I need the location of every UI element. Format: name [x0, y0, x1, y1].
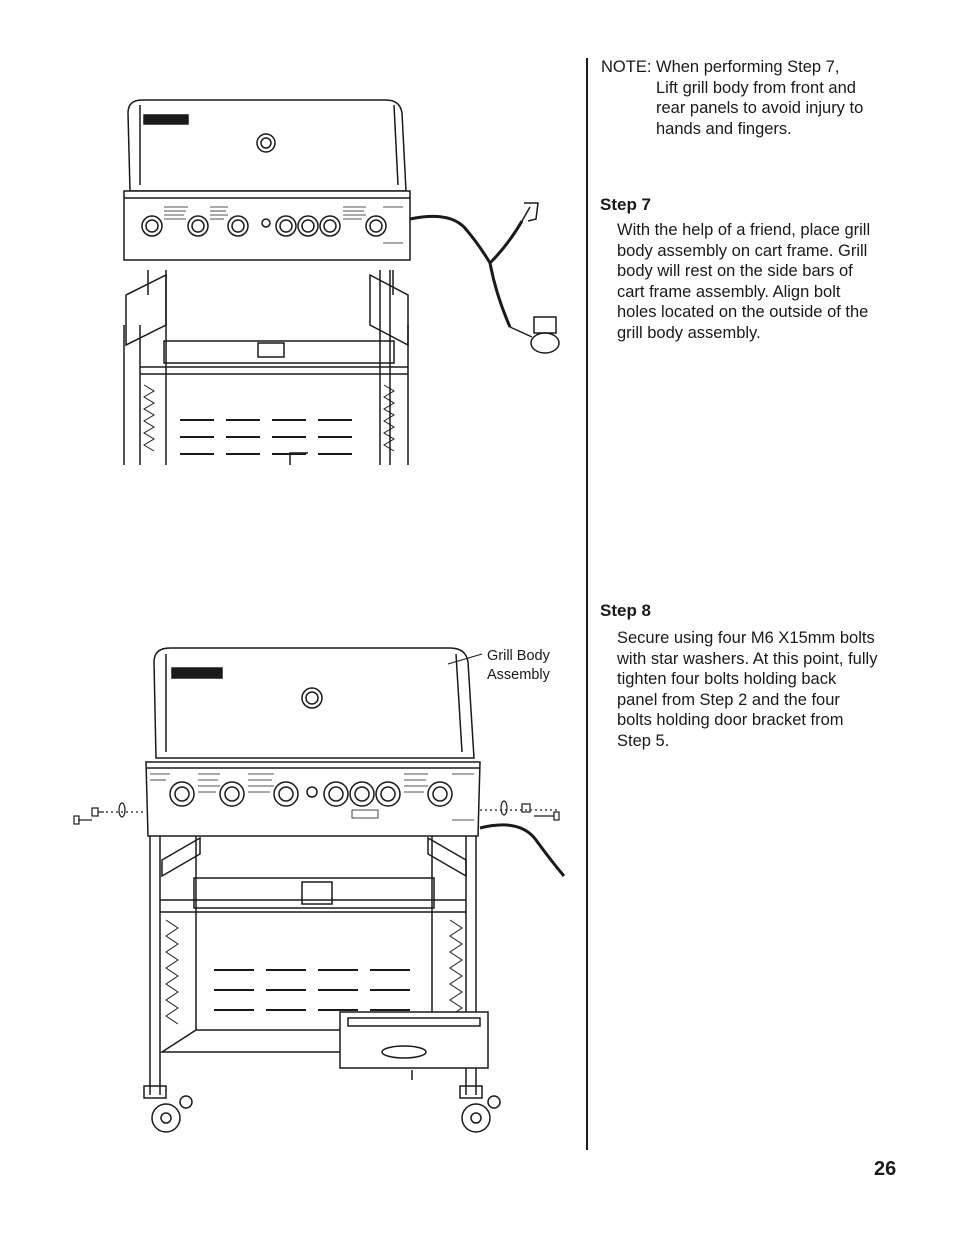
grill-body-assembly-callout: Grill Body Assembly — [487, 647, 550, 685]
step-7-title: Step 7 — [600, 195, 652, 214]
step-7-line: cart frame assembly. Align bolt — [617, 282, 841, 301]
step-8-line: bolts holding door bracket from — [617, 711, 844, 730]
step-7-line: With the help of a friend, place grill — [617, 221, 871, 239]
step-8-title: Step 8 — [600, 601, 652, 620]
step-7-line: grill body assembly. — [617, 323, 761, 342]
callout-line-2: Assembly — [487, 667, 550, 683]
step-8-line: with star washers. At this point, fully — [617, 649, 878, 668]
step-8-line: tighten four bolts holding back — [617, 670, 837, 689]
note-line-1: NOTE: When performing Step 7, — [601, 58, 840, 76]
column-divider — [586, 58, 588, 1150]
step-7-line: body assembly on cart frame. Grill — [617, 241, 868, 260]
callout-line-1: Grill Body — [487, 648, 550, 664]
step-7-line: body will rest on the side bars of — [617, 262, 853, 281]
note-line-2: Lift grill body from front and — [656, 78, 856, 97]
step-8-illustration — [73, 647, 566, 1133]
note-line-4: hands and fingers. — [656, 119, 792, 138]
step-7-body: With the help of a friend, place grill b… — [617, 220, 887, 344]
page-number: 26 — [874, 1158, 897, 1180]
step-8-line: Secure using four M6 X15mm bolts — [617, 629, 875, 647]
step-7-line: holes located on the outside of the — [617, 303, 869, 322]
safety-note: NOTE: When performing Step 7, Lift grill… — [601, 57, 901, 139]
step-7-illustration — [123, 99, 560, 465]
step-8-body: Secure using four M6 X15mm bolts with st… — [617, 628, 887, 752]
step-8-line: panel from Step 2 and the four — [617, 690, 840, 709]
note-line-3: rear panels to avoid injury to — [656, 99, 864, 118]
step-8-line: Step 5. — [617, 731, 670, 750]
